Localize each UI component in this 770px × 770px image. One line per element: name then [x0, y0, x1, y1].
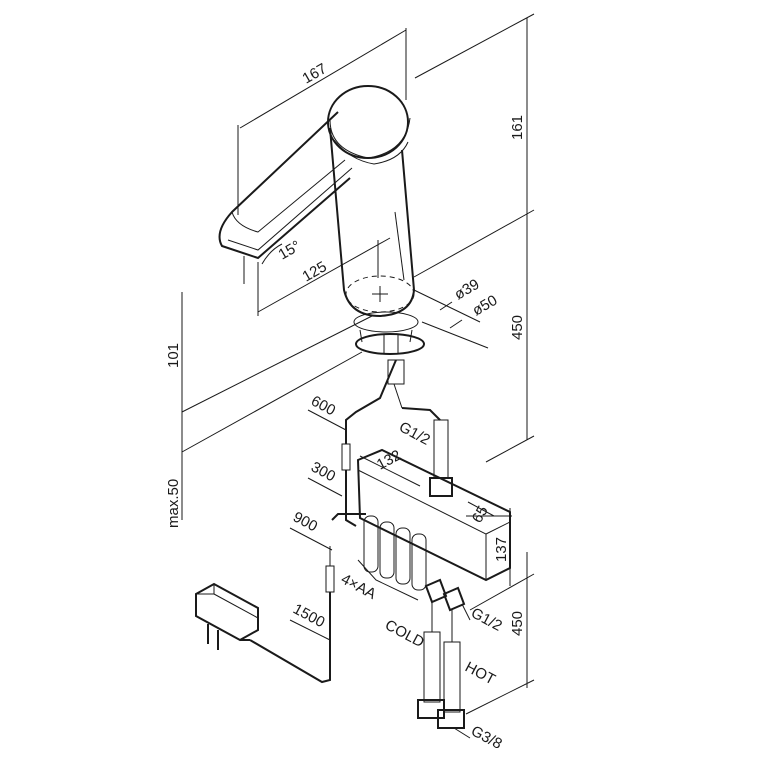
faucet-base-outline	[345, 275, 415, 313]
control-box	[356, 419, 512, 601]
battery	[379, 521, 395, 579]
dim-max-50: max.50	[165, 479, 182, 528]
faucet-spout	[218, 111, 351, 260]
thread-mid: G1/2	[468, 605, 505, 635]
battery	[395, 527, 411, 585]
mounting-nut	[355, 333, 425, 355]
cable-300: 300	[308, 459, 338, 486]
label-hot: HOT	[462, 659, 498, 689]
inlet-hose	[433, 419, 449, 479]
battery	[411, 533, 427, 591]
cable-900: 900	[290, 509, 320, 536]
hot-hose	[443, 641, 461, 713]
box-137: 137	[493, 537, 510, 562]
labels: 167 161 15° 125 ø39 ø50 450 101 max.50 6…	[165, 60, 526, 753]
dim-167: 167	[300, 60, 330, 87]
dim-101: 101	[165, 343, 182, 368]
battery	[363, 515, 379, 573]
battery-label: 4×AA	[338, 571, 379, 603]
box-65: 65	[469, 503, 492, 526]
mounting-ring	[353, 311, 419, 333]
faucet-body	[218, 85, 425, 409]
dim-125: 125	[300, 258, 330, 285]
dimension-lines	[181, 13, 535, 715]
label-cold: COLD	[382, 617, 427, 652]
thread-top: G1/2	[396, 419, 433, 449]
cables	[249, 359, 441, 684]
thread-bottom: G3/8	[468, 723, 505, 753]
dim-450-top: 450	[509, 315, 526, 340]
inlet-nut	[429, 477, 453, 497]
hot-hose-nut	[437, 709, 465, 729]
cable-600: 600	[308, 393, 338, 420]
power-adapter	[195, 582, 259, 650]
dim-161: 161	[509, 115, 526, 140]
cold-hose	[423, 631, 441, 703]
supply-hoses	[417, 578, 471, 739]
dim-angle: 15°	[276, 237, 304, 263]
hose-450: 450	[509, 611, 526, 636]
dim-dia-50: ø50	[470, 292, 501, 320]
cable-1500: 1500	[290, 601, 327, 632]
faucet-column	[329, 127, 416, 318]
